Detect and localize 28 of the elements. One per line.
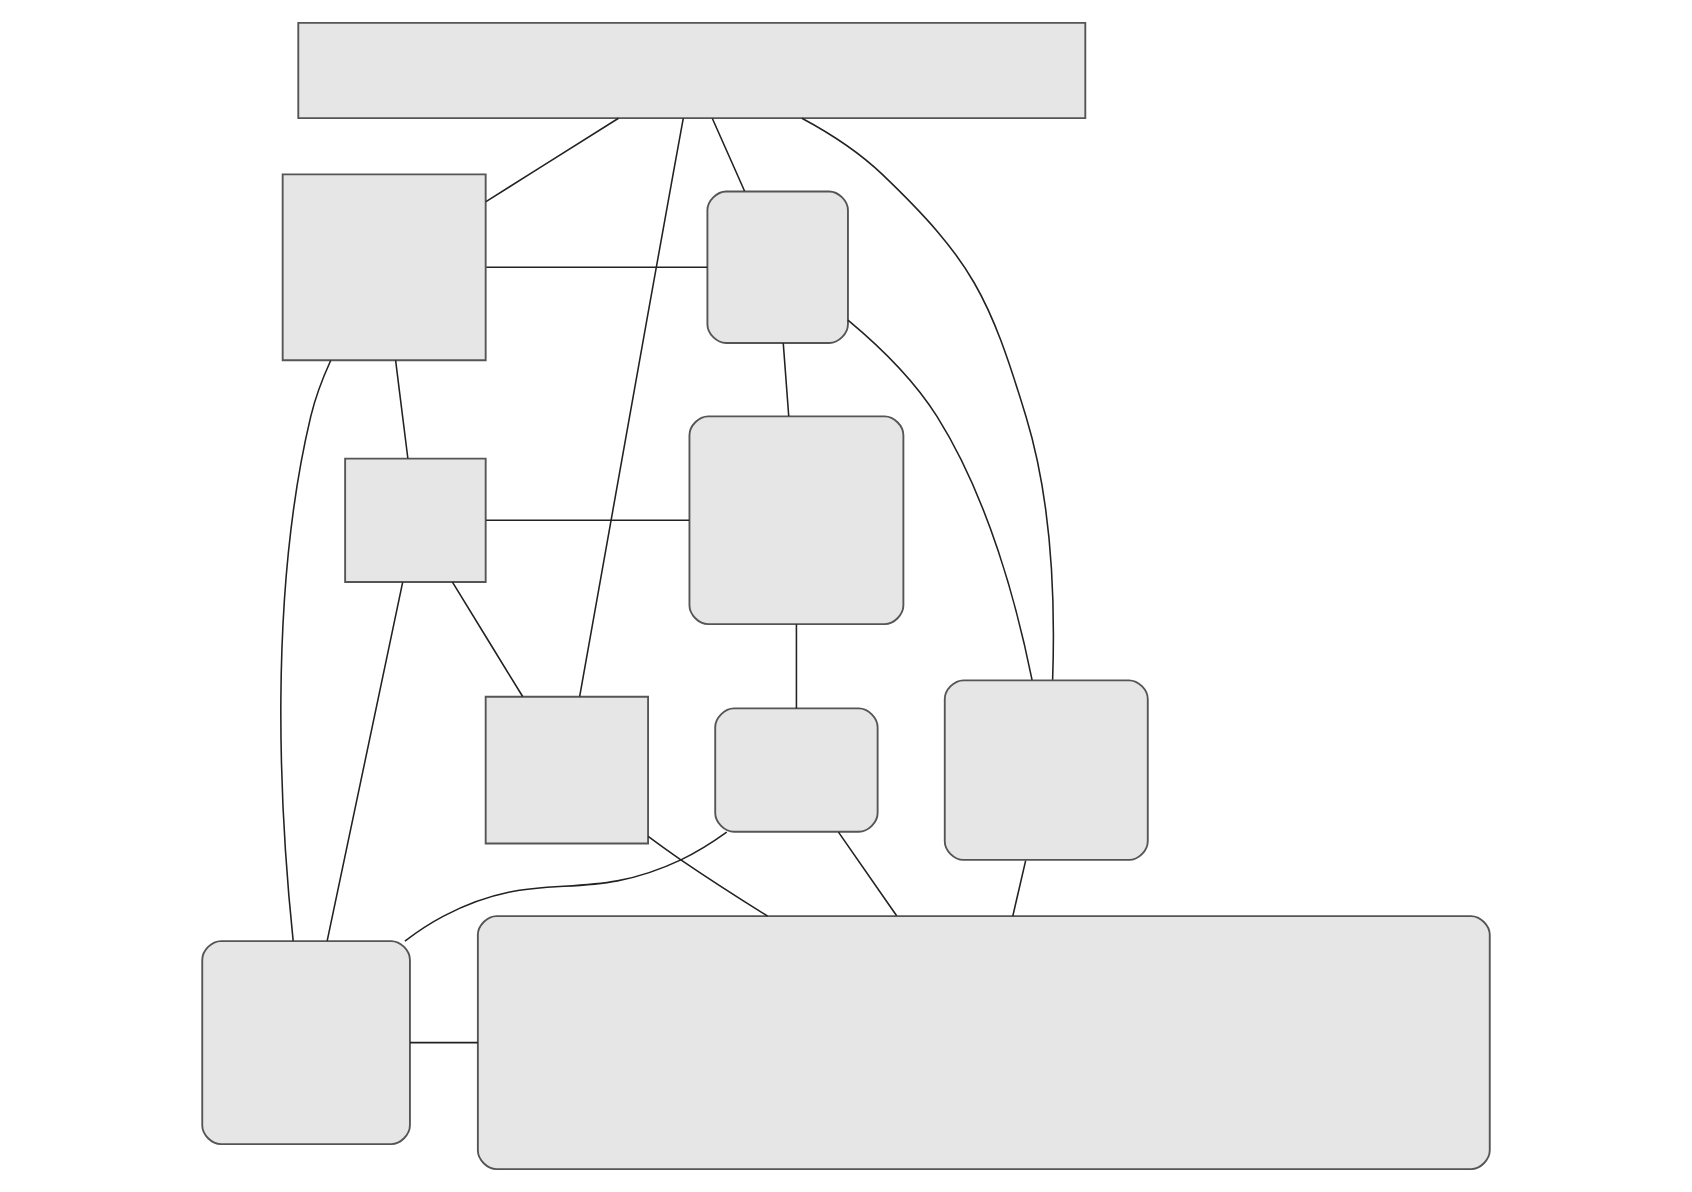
node-box: [484, 695, 649, 845]
node-box: [688, 415, 905, 626]
node-box: [281, 173, 487, 362]
connector: [326, 581, 404, 942]
connector: [837, 831, 898, 917]
connector: [795, 623, 798, 710]
connector: [578, 117, 685, 698]
node-box: [344, 457, 487, 583]
connector: [409, 1041, 479, 1044]
connector: [485, 519, 690, 522]
node-box: [476, 915, 1491, 1171]
node-box: [201, 940, 411, 1146]
connector: [801, 117, 1055, 681]
connector: [647, 835, 769, 917]
connector: [485, 117, 620, 203]
node-box: [297, 21, 1087, 120]
node-box: [706, 190, 849, 344]
node-box: [714, 707, 879, 833]
connector: [485, 266, 708, 269]
connector: [782, 342, 790, 417]
connector: [451, 581, 524, 698]
connector: [394, 359, 409, 459]
node-box: [943, 679, 1149, 861]
connector: [404, 831, 728, 942]
connector: [847, 319, 1033, 681]
connector: [280, 359, 332, 942]
connector: [1012, 859, 1027, 917]
connector: [711, 117, 746, 192]
